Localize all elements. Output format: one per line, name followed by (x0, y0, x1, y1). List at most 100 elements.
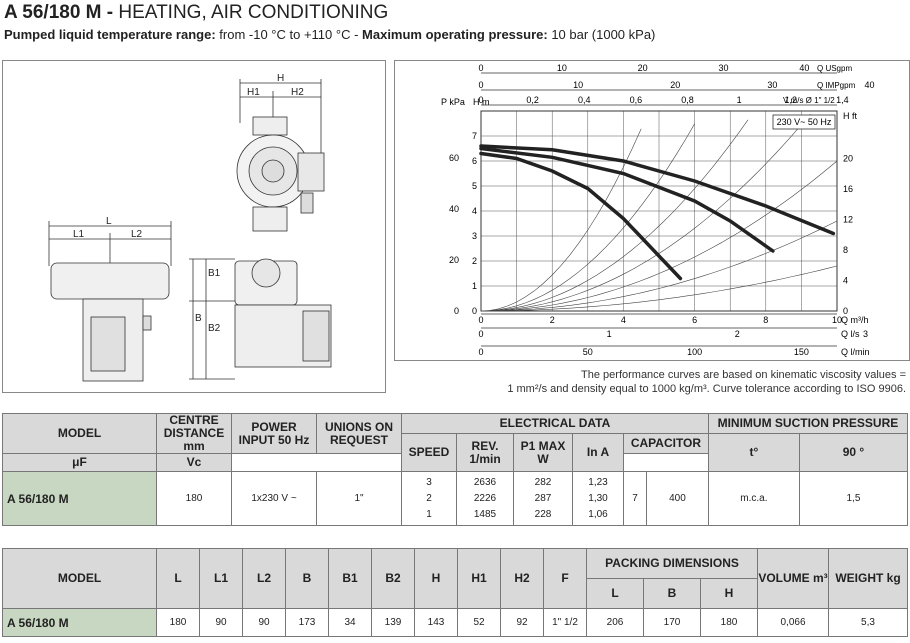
tick-label-h-ft: 12 (843, 215, 853, 225)
page-title: A 56/180 M - HEATING, AIR CONDITIONING (4, 2, 388, 24)
tick-label-bottom: 50 (583, 347, 593, 357)
axis-label-p-kpa: P kPa (441, 97, 465, 107)
th-rev: REV. 1/min (456, 433, 514, 472)
system-curve (480, 220, 838, 312)
th-model: MODEL (2, 413, 157, 454)
axis-label-top: Q IMPgpm (817, 81, 856, 90)
tick-label-h-m: 7 (472, 131, 477, 141)
th-capacitor: CAPACITOR (623, 433, 709, 454)
model-code: A 56/180 M - (4, 2, 114, 23)
pressure-label: Maximum operating pressure: (362, 27, 548, 42)
tick-label-velocity: 1,2 (784, 95, 797, 105)
model-cell: A 56/180 M (2, 471, 157, 526)
F-cell: 1" 1/2 (543, 608, 587, 637)
dim-h-label: H (277, 73, 284, 84)
tick-label-h-m: 6 (472, 156, 477, 166)
th-t: t° (707, 433, 800, 472)
tick-label-velocity: 0,6 (630, 95, 643, 105)
curve-speed-1 (479, 151, 683, 281)
tick-label-top: 10 (573, 80, 583, 90)
axis-label-top: Q USgpm (817, 64, 852, 73)
system-curve (480, 128, 642, 312)
model2-cell: A 56/180 M (2, 608, 157, 637)
th-uf: μF (2, 453, 157, 472)
th2-L2: L2 (242, 548, 286, 609)
tick-label-top: 0 (478, 63, 483, 73)
tick-label-top: 20 (638, 63, 648, 73)
system-curve (481, 265, 838, 312)
curve-speed-2 (479, 146, 775, 253)
centre-cell: 180 (156, 471, 232, 526)
th-vc: Vc (156, 453, 232, 472)
th2-pH: H (700, 578, 758, 609)
tick-label-velocity: 1 (737, 95, 742, 105)
tick-label-p-kpa: 20 (449, 255, 459, 265)
axis-label-bottom: Q l/min (841, 347, 870, 357)
tick-label-bottom: 0 (478, 315, 483, 325)
B1-cell: 34 (328, 608, 372, 637)
curve-note: The performance curves are based on kine… (507, 368, 906, 396)
tick-label-p-kpa: 60 (449, 153, 459, 163)
tick-label-velocity: 1,4 (836, 95, 849, 105)
L-cell: 180 (156, 608, 200, 637)
tick-label-velocity: 0,8 (681, 95, 694, 105)
dim-b2-label: B2 (208, 323, 221, 334)
tick-label-h-ft: 20 (843, 154, 853, 164)
tick-label-bottom: 6 (692, 315, 697, 325)
tick-label-bottom: 100 (687, 347, 702, 357)
system-curve (480, 123, 695, 312)
tick-label-bottom: 0 (478, 347, 483, 357)
note-line-2: 1 mm²/s and density equal to 1000 kg/m³.… (507, 383, 906, 395)
tick-label-h-m: 4 (472, 206, 477, 216)
B2-cell: 139 (371, 608, 415, 637)
tick-label-top: 30 (719, 63, 729, 73)
tick-label-bottom: 2 (735, 329, 740, 339)
th2-H: H (414, 548, 458, 609)
tick-label-h-m: 3 (472, 231, 477, 241)
axis-label-bottom: Q l/s (841, 329, 860, 339)
drawing-panel: H H1 H2 L L1 L2 B B1 B2 (2, 60, 386, 393)
tick-label-bottom: 4 (621, 315, 626, 325)
dim-b-label: B (195, 313, 202, 324)
volume-cell: 0,066 (757, 608, 829, 637)
tick-label-bottom: 3 (863, 329, 868, 339)
th2-B2: B2 (371, 548, 415, 609)
speed-1: 1 (426, 508, 432, 520)
th-90: 90 ° (798, 433, 909, 472)
th2-pB: B (643, 578, 701, 609)
tick-label-top: 40 (864, 80, 874, 90)
in-1: 1,06 (588, 508, 608, 520)
dim-b1-label: B1 (208, 268, 221, 279)
tick-label-top: 20 (670, 80, 680, 90)
th2-weight: WEIGHT kg (828, 548, 908, 609)
tick-label-bottom: 150 (794, 347, 809, 357)
dim-l1-label: L1 (73, 229, 85, 240)
p1-2: 287 (534, 492, 552, 504)
rev-3: 2636 (473, 476, 497, 488)
system-curve (480, 119, 749, 312)
pB-cell: 170 (643, 608, 701, 637)
tick-label-h-ft: 8 (843, 245, 848, 255)
voltage-box (772, 114, 836, 130)
curve-speed-3 (479, 144, 836, 236)
th2-L1: L1 (199, 548, 243, 609)
tick-label-h-m: 5 (472, 181, 477, 191)
tick-label-bottom: 10 (832, 315, 842, 325)
category: HEATING, AIR CONDITIONING (118, 2, 389, 23)
tick-label-h-ft: 0 (843, 306, 848, 316)
vc-cell: 400 (645, 471, 709, 526)
th2-B1: B1 (328, 548, 372, 609)
H1-cell: 52 (457, 608, 501, 637)
th2-volume: VOLUME m³ (757, 548, 829, 609)
tick-label-bottom: 1 (607, 329, 612, 339)
in-3: 1,23 (588, 476, 608, 488)
dim-h1-label: H1 (247, 87, 260, 98)
system-curve (480, 160, 838, 312)
axis-label-velocity: V m/s Ø 1" 1/2 (783, 96, 835, 105)
speed-3: 3 (426, 476, 432, 488)
